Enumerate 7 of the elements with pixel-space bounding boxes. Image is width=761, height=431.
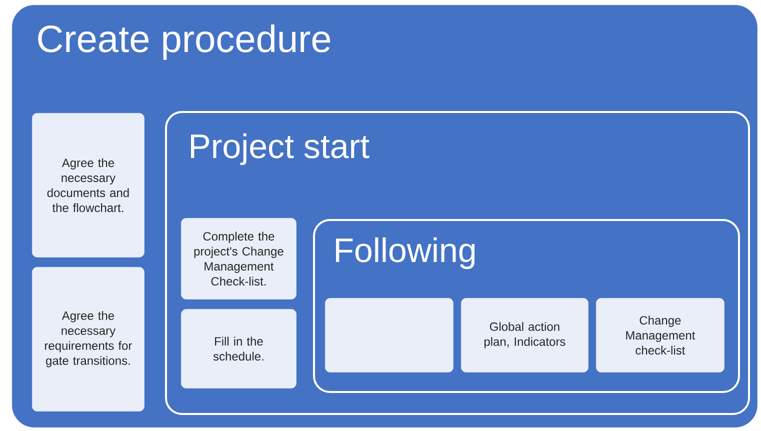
step-card: Global action plan, Indicators	[461, 298, 588, 372]
step-card: Complete the project's Change Management Check-list.	[181, 218, 296, 300]
step-card: Agree the necessary documents and the flowchart.	[32, 113, 144, 258]
blank-card	[325, 298, 454, 372]
step-card: Change Management check-list	[596, 298, 724, 372]
step-card: Agree the necessary requirements for gate transitions.	[32, 267, 144, 412]
step-card: Fill in the schedule.	[181, 309, 296, 388]
